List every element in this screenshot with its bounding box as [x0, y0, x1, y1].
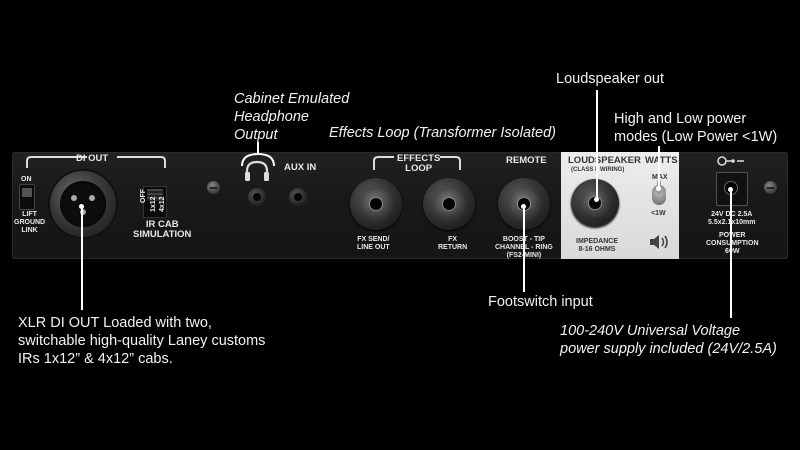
fx-send-jack[interactable] [350, 178, 402, 230]
impedance-label: IMPEDANCE 8-16 OHMS [576, 238, 618, 254]
leader-headphone [241, 142, 275, 167]
xlr-pin-icon [89, 195, 95, 201]
xlr-pin-icon [80, 209, 86, 215]
effects-line2: LOOP [405, 163, 433, 174]
callout-headphone-line3: Output [234, 127, 278, 143]
callout-supply-line2: power supply included (24V/2.5A) [560, 341, 777, 357]
lift-line1: LIFT [22, 211, 37, 218]
leader-power-modes [658, 146, 660, 188]
fx-send-jack-hole [369, 197, 383, 211]
callout-xlr-line3: IRs 1x12” & 4x12” cabs. [18, 351, 173, 367]
ground-lift-switch-knob [22, 188, 32, 197]
fx-send-line1: FX SEND/ [357, 236, 390, 243]
impedance-line1: IMPEDANCE [576, 238, 619, 245]
callout-headphone-line2: Headphone [234, 109, 309, 125]
remote-label: REMOTE [506, 155, 547, 166]
fx-return-label: FX RETURN [438, 236, 467, 252]
callout-effects-loop: Effects Loop (Transformer Isolated) [329, 125, 556, 141]
dc-power-socket[interactable] [716, 172, 748, 206]
ir-cab-label: IR CAB SIMULATION [133, 220, 191, 240]
ground-lift-label: LIFT GROUND LINK [14, 211, 45, 235]
callout-xlr-line1: XLR DI OUT Loaded with two, [18, 315, 212, 331]
headphones-icon [245, 160, 269, 181]
leader-xlr-dot [79, 204, 84, 209]
aux-in-label: AUX IN [284, 162, 317, 173]
callout-loudspeaker: Loudspeaker out [556, 71, 665, 87]
impedance-line2: 8-16 OHMS [578, 246, 616, 253]
aux-in-jack-hole [294, 193, 302, 201]
loudspeaker-jack[interactable] [571, 179, 619, 227]
remote-jack-hole [517, 197, 531, 211]
leader-loudspeaker [596, 90, 598, 200]
fx-return-line1: FX [448, 236, 458, 243]
effects-loop-label: EFFECTS LOOP [397, 154, 440, 174]
fx-return-jack[interactable] [423, 178, 475, 230]
callout-supply-line1: 100-240V Universal Voltage [560, 323, 741, 339]
leader-footswitch [523, 206, 525, 292]
fx-send-line2: LINE OUT [357, 244, 390, 251]
callout-footswitch: Footswitch input [488, 294, 593, 310]
xlr-connector-icon[interactable] [50, 171, 116, 237]
callout-power-modes: High and Low power modes (Low Power <1W) [614, 110, 777, 146]
ir-cab-switch[interactable] [143, 186, 167, 218]
callout-headphone: Cabinet Emulated Headphone Output [234, 90, 349, 144]
dc-polarity-icon [717, 156, 744, 166]
ground-lift-switch[interactable] [19, 184, 35, 210]
effects-line1: EFFECTS [397, 153, 441, 164]
lift-line2: GROUND [14, 219, 46, 226]
fx-return-jack-hole [442, 197, 456, 211]
di-out-label: DI OUT [76, 153, 109, 164]
ground-on-label: ON [21, 176, 32, 183]
ir-sw-4x12-label: 4x12 [159, 196, 166, 212]
power-consumption-label: POWER CONSUMPTION 60W [706, 232, 759, 256]
power-line2: CONSUMPTION [706, 240, 759, 247]
leader-power-modes-dot [656, 186, 661, 191]
low-power-label: <1W [651, 210, 666, 217]
leader-power-supply [730, 190, 732, 318]
loudspeaker-jack-hole [589, 197, 601, 209]
leader-xlr [81, 206, 83, 310]
fx-send-label: FX SEND/ LINE OUT [357, 236, 390, 252]
screw-icon [764, 181, 777, 194]
callout-power-supply: 100-240V Universal Voltage power supply … [560, 322, 777, 358]
screw-icon [207, 181, 220, 194]
fx-return-line2: RETURN [438, 244, 468, 251]
leader-footswitch-dot [521, 204, 526, 209]
ir-sw-off-label: OFF [140, 189, 147, 203]
speaker-icon [650, 235, 668, 249]
ir-cab-switch-knob [147, 189, 163, 201]
leader-power-supply-dot [728, 187, 733, 192]
di-out-bracket [26, 156, 166, 168]
callout-power-modes-line1: High and Low power [614, 111, 747, 127]
callout-headphone-line1: Cabinet Emulated [234, 91, 350, 107]
aux-in-jack[interactable] [289, 188, 307, 206]
callout-power-modes-line2: modes (Low Power <1W) [614, 129, 778, 145]
loudspeaker-label: LOUDSPEAKER [568, 155, 641, 166]
xlr-pin-icon [71, 195, 77, 201]
callout-xlr: XLR DI OUT Loaded with two, switchable h… [18, 314, 265, 368]
lift-line3: LINK [21, 227, 38, 234]
ir-cab-line1: IR CAB [145, 219, 179, 230]
effects-loop-bracket [373, 156, 461, 170]
power-line3: 60W [725, 248, 740, 255]
ir-cab-line2: SIMULATION [133, 229, 192, 240]
power-line1: POWER [719, 232, 746, 239]
watts-label: WATTS [645, 155, 678, 166]
ir-sw-1x12-label: 1x12 [150, 196, 157, 212]
headphone-jack[interactable] [248, 188, 266, 206]
leader-loudspeaker-dot [594, 197, 599, 202]
callout-xlr-line2: switchable high-quality Laney customs [18, 333, 266, 349]
headphone-jack-hole [253, 193, 261, 201]
